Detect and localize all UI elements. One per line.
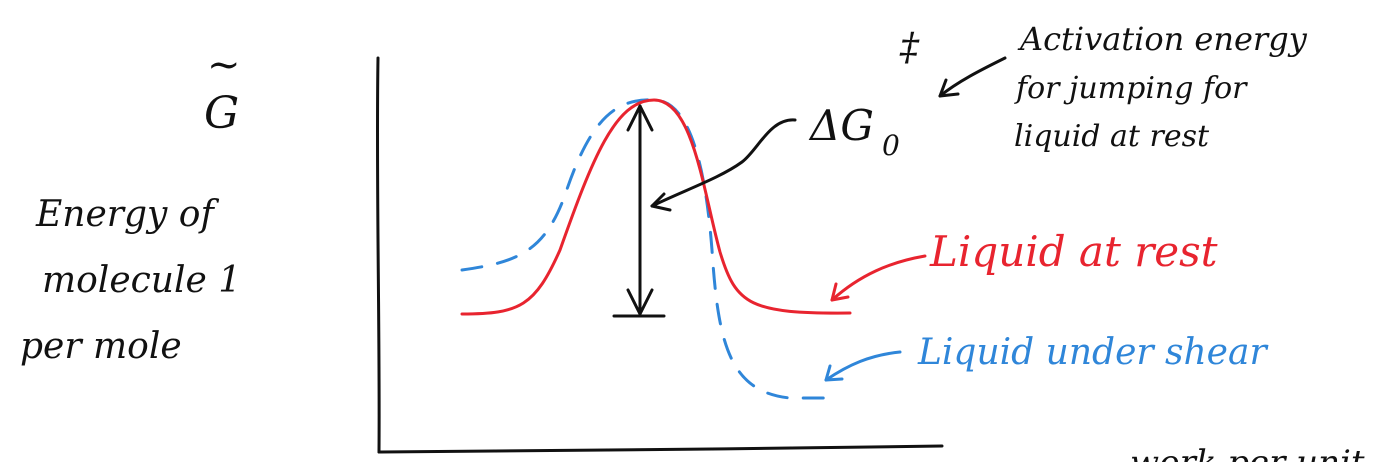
- activation-arrow-head-up: [626, 104, 654, 132]
- y-symbol: G: [204, 88, 239, 139]
- shear-curve: [460, 98, 830, 400]
- y-label-line-2: molecule 1: [42, 260, 241, 301]
- rest-curve: [460, 98, 852, 316]
- barrier-superscript: ‡: [899, 25, 920, 69]
- x-axis: [377, 444, 944, 454]
- y-label-line-1: Energy of: [35, 194, 219, 235]
- shear-pointer: [824, 350, 902, 382]
- rest-pointer: [830, 254, 927, 302]
- y-axis: [375, 56, 381, 454]
- shear-label: Liquid under shear: [917, 332, 1268, 373]
- rest-label: Liquid at rest: [929, 227, 1218, 276]
- rest-pointer-head: [830, 282, 850, 302]
- barrier-pointer: [650, 118, 797, 208]
- barrier-subscript: 0: [882, 129, 900, 162]
- activation-note-line-3: liquid at rest: [1014, 119, 1210, 154]
- note-pointer-head: [938, 78, 960, 98]
- activation-arrow-head-down: [626, 288, 654, 316]
- note-pointer: [938, 56, 1007, 98]
- activation-note-line-1: Activation energy: [1017, 20, 1308, 58]
- shear-pointer-head: [824, 364, 844, 382]
- barrier-symbol: ΔG: [808, 101, 874, 150]
- activation-note-line-2: for jumping for: [1014, 71, 1248, 106]
- partial-bottom-text: work per unit: [1130, 443, 1365, 462]
- y-label-line-3: per mole: [20, 326, 182, 367]
- barrier-pointer-head: [650, 192, 672, 212]
- y-tilde: ~: [207, 42, 241, 88]
